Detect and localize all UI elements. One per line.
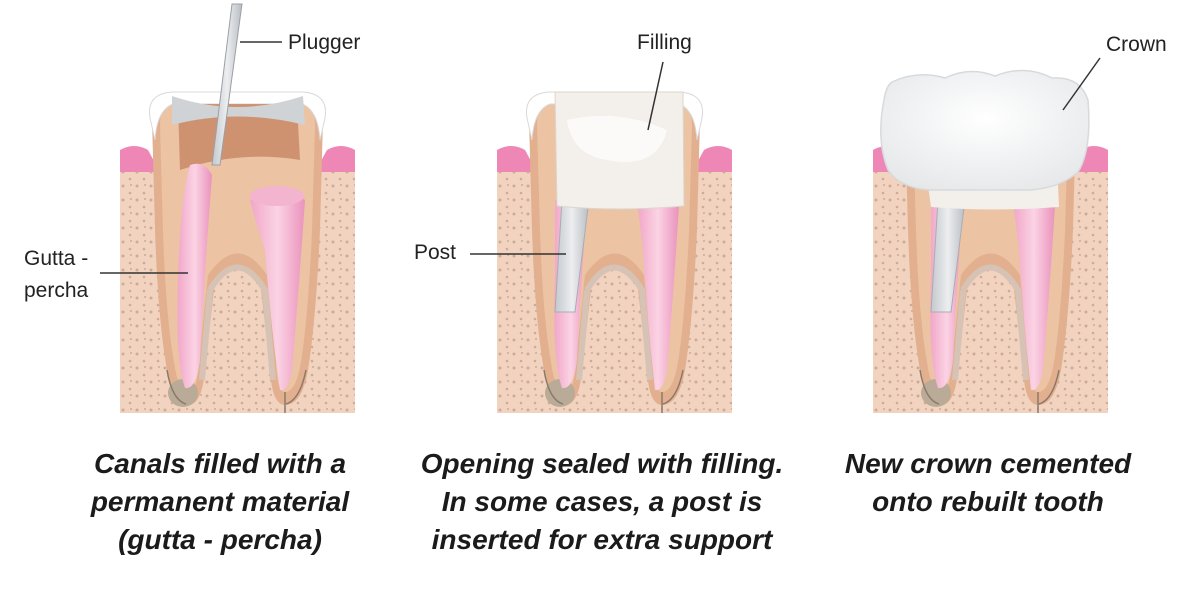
caption-step-3-line-2: onto rebuilt tooth [872,486,1104,517]
crown-leader [1062,57,1101,111]
caption-step-1: Canals filled with a permanent material … [30,445,410,559]
filling-label: Filling [637,31,692,54]
caption-step-2: Opening sealed with filling. In some cas… [412,445,792,559]
caption-step-2-line-3: inserted for extra support [431,524,773,555]
panel-1-tooth [120,92,355,413]
caption-step-3-line-1: New crown cemented [844,448,1132,479]
caption-step-2-line-2: In some cases, a post is [441,486,763,517]
panel-2-tooth [497,92,732,413]
post-label: Post [414,241,457,264]
gutta-percha-label-line2: percha [24,279,89,302]
crown [880,69,1090,191]
plugger-label: Plugger [288,31,361,54]
panel-3-tooth [873,92,1108,413]
caption-step-1-line-2: permanent material [90,486,350,517]
caption-step-3: New crown cemented onto rebuilt tooth [798,445,1178,521]
filling-leader [647,61,664,131]
caption-step-1-line-1: Canals filled with a [93,448,347,479]
caption-step-2-line-1: Opening sealed with filling. [420,448,784,479]
caption-step-1-line-3: (gutta - percha) [118,524,322,555]
crown-label: Crown [1106,33,1167,56]
plugger-instrument [211,3,243,166]
gutta-percha-label-line1: Gutta - [24,247,89,270]
